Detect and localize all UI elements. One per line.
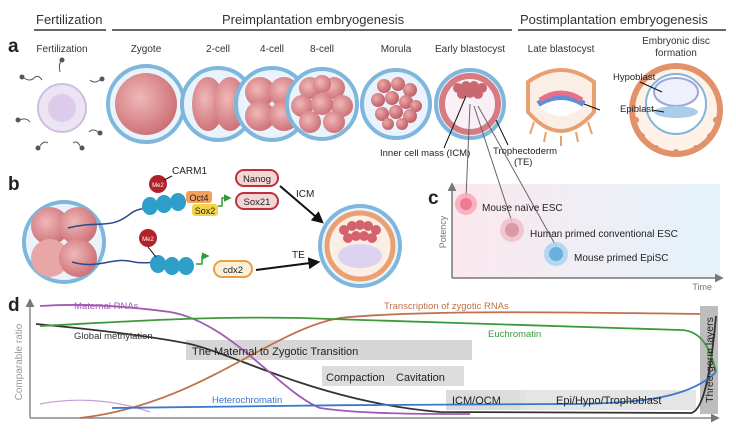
stage-label-4cell: 4-cell	[260, 44, 284, 55]
curve-global-methylation	[35, 315, 717, 414]
b-lower-activation-arrow	[196, 252, 210, 265]
b-blastocyst	[318, 204, 402, 288]
c-link-human	[473, 105, 513, 223]
label-oct4: Oct4	[189, 193, 208, 203]
panel-letter-c: c	[428, 188, 439, 209]
stage-label-8cell: 8-cell	[310, 44, 334, 55]
sox21-pill: Sox21	[235, 192, 279, 210]
me2-badge-upper: Me2	[149, 175, 167, 193]
panel-letter-d: d	[8, 295, 20, 316]
cdx2-pill: cdx2	[213, 260, 253, 278]
stage-label-disc-line1: Embryonic disc	[642, 36, 710, 47]
d-phase-bars	[186, 306, 718, 414]
leader-hypoblast	[639, 81, 663, 93]
label-global-methylation: Global methylation	[74, 331, 153, 342]
c-colony-human	[500, 218, 524, 242]
b-upper-activation-arrow	[218, 194, 232, 207]
label-sox2: Sox2	[195, 206, 216, 216]
label-zygotic-rnas: Transcription of zygotic RNAs	[384, 301, 509, 312]
label-b-te: TE	[292, 250, 305, 261]
stage-label-fertilization: Fertilization	[36, 44, 87, 55]
label-euchromatin: Euchromatin	[488, 329, 541, 340]
label-carm1: CARM1	[172, 166, 207, 177]
label-nanog: Nanog	[243, 174, 271, 185]
label-maternal-rnas: Maternal RNAs	[74, 301, 139, 312]
stage-label-2cell: 2-cell	[206, 44, 230, 55]
c-colony-episc	[544, 242, 568, 266]
c-plot-background	[452, 184, 720, 278]
zygote-illustration	[106, 64, 186, 144]
curve-heterochromatin	[111, 371, 717, 409]
leader-epiblast-disc	[651, 109, 665, 113]
c-link-naive	[465, 103, 471, 199]
panel-letter-a: a	[8, 36, 19, 57]
late-blastocyst-illustration	[526, 68, 596, 146]
label-b-icm: ICM	[296, 189, 314, 200]
label-te-line2: (TE)	[514, 157, 532, 168]
curve-maternal-tail	[39, 399, 151, 413]
c-label-human: Human primed conventional ESC	[530, 229, 678, 240]
phase-bar-epi	[520, 390, 696, 410]
me2-badge-lower: Me2	[139, 229, 157, 247]
label-icm: Inner cell mass (ICM)	[380, 148, 470, 159]
panel-letter-b: b	[8, 174, 20, 195]
b-nucleosomes-upper	[142, 193, 186, 215]
stage-label-early-blastocyst: Early blastocyst	[435, 44, 505, 55]
nanog-pill: Nanog	[235, 169, 279, 187]
arrow-to-icm	[279, 185, 324, 224]
label-icm-ocm: ICM/OCM	[452, 395, 501, 407]
curve-maternal-rnas	[39, 303, 471, 415]
label-epiblast: Epiblast	[620, 104, 654, 115]
eight-cell-illustration	[285, 67, 359, 141]
label-te-line1: Trophectoderm	[493, 146, 557, 157]
c-label-naive: Mouse naïve ESC	[482, 203, 563, 214]
fertilization-illustration	[15, 57, 105, 151]
leader-icm	[443, 95, 467, 149]
c-ylabel: Potency	[438, 215, 448, 248]
oct4-box: Oct4	[186, 191, 212, 203]
me2-text-upper: Me2	[152, 183, 164, 189]
phase-bar-compaction	[322, 366, 464, 386]
header-postimplantation: Postimplantation embryogenesis	[520, 12, 708, 27]
b-nucleosomes-lower	[150, 255, 194, 275]
label-hypoblast: Hypoblast	[613, 72, 656, 83]
label-mzt: The Maternal to Zygotic Transition	[192, 346, 358, 358]
arrow-to-te	[255, 257, 321, 271]
stage-label-late-blastocyst: Late blastocyst	[528, 44, 595, 55]
leader-me2-lower	[147, 246, 157, 258]
me2-text-lower: Me2	[142, 237, 154, 243]
label-compaction: Compaction	[326, 372, 385, 384]
leader-te	[495, 119, 509, 146]
curve-zygotic-rnas	[79, 311, 701, 419]
sox2-box: Sox2	[192, 204, 218, 216]
c-colony-naive	[455, 193, 477, 215]
header-fertilization: Fertilization	[36, 12, 102, 27]
leader-carm1	[163, 175, 173, 181]
leader-epiblast	[583, 103, 601, 111]
c-label-episc: Mouse primed EpiSC	[574, 253, 668, 264]
label-cavitation: Cavitation	[396, 372, 445, 384]
phase-bar-mzt	[186, 340, 472, 360]
label-sox21: Sox21	[244, 197, 271, 208]
label-cdx2: cdx2	[223, 265, 243, 276]
c-xlabel: Time	[692, 282, 712, 292]
label-epi-hypo-tropho: Epi/Hypo/Trophoblast	[556, 395, 661, 407]
d-ylabel: Comparable ratio	[14, 323, 25, 400]
header-preimplantation: Preimplantation embryogenesis	[222, 12, 405, 27]
stage-label-disc-line2: formation	[655, 48, 697, 59]
curve-euchromatin	[39, 316, 717, 373]
b-four-cell-embryo	[22, 200, 106, 284]
c-link-episc	[477, 105, 557, 247]
stage-label-zygote: Zygote	[131, 44, 162, 55]
morula-illustration	[360, 68, 432, 140]
stage-label-morula: Morula	[381, 44, 412, 55]
label-heterochromatin: Heterochromatin	[212, 395, 282, 406]
label-three-germ-layers: Three-germ layers	[704, 317, 716, 403]
